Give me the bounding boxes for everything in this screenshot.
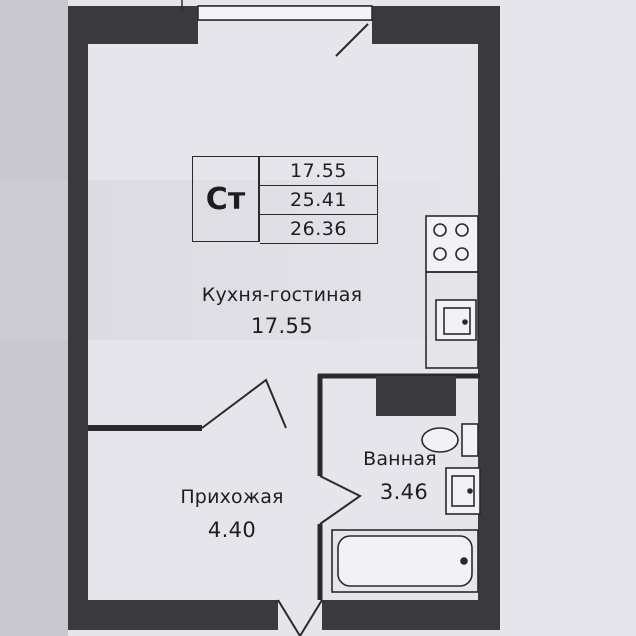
area-values: 17.55 25.41 26.36 <box>260 156 378 244</box>
bottom-wall-right <box>322 600 500 630</box>
hallway-name: Прихожая <box>180 486 284 508</box>
washbasin-icon <box>445 467 481 515</box>
bathroom-area: 3.46 <box>379 480 429 504</box>
area-table: Ст 17.55 25.41 26.36 <box>192 156 378 244</box>
right-wall <box>478 6 500 630</box>
kitchen-fixtures <box>425 215 479 369</box>
living-room-door <box>201 378 287 429</box>
bathtub-icon <box>331 529 479 593</box>
kitchen-counter <box>425 271 479 369</box>
living-area-value: 17.55 <box>260 157 377 186</box>
top-wall-left <box>68 6 198 44</box>
total-area-with-balcony-value: 26.36 <box>290 218 347 240</box>
ventilation-shaft <box>376 376 456 416</box>
total-area-value: 25.41 <box>260 186 377 215</box>
kitchen-living-room-name: Кухня-гостиная <box>201 284 363 306</box>
window <box>181 0 373 57</box>
bathroom-fixtures <box>331 423 481 593</box>
bottom-wall-left <box>68 600 278 630</box>
hallway-area: 4.40 <box>207 518 257 542</box>
kitchen-living-room-area: 17.55 <box>250 314 314 338</box>
outer-walls <box>68 6 500 630</box>
left-wall <box>68 6 88 630</box>
bathroom-name: Ванная <box>363 448 437 470</box>
top-wall-right <box>372 6 498 44</box>
toilet-icon <box>421 423 479 457</box>
apartment-type-label: Ст <box>192 156 260 242</box>
stove-icon <box>425 215 479 273</box>
entrance-door <box>277 599 323 636</box>
paper-shadow-band <box>0 180 636 340</box>
bathroom-door <box>319 475 362 525</box>
